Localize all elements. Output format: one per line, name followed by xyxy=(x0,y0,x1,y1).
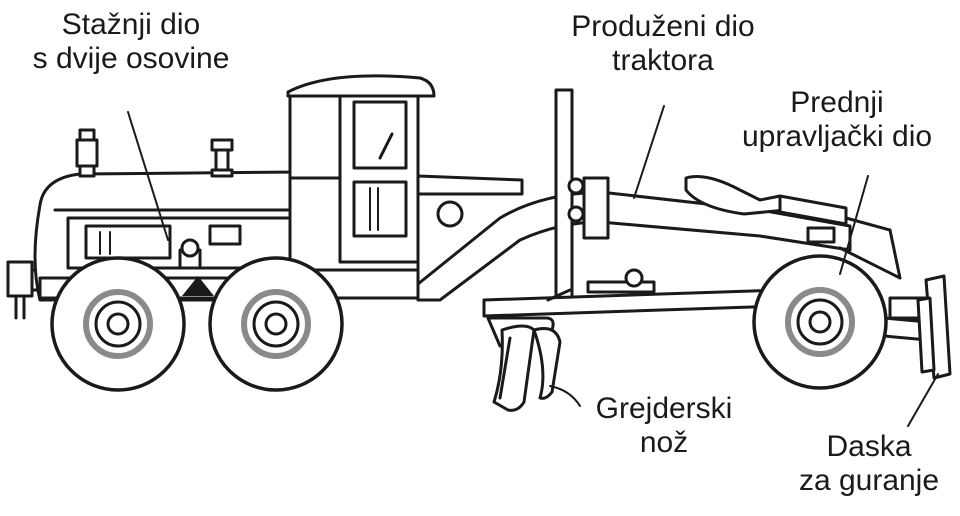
rear-wheel-1 xyxy=(50,256,186,392)
leader-extended xyxy=(633,105,665,199)
label-push-plate: Daska za guranje xyxy=(784,430,954,498)
label-rear-line2: s dvije osovine xyxy=(32,42,230,75)
leader-push xyxy=(907,373,939,427)
label-front-section: Prednji upravljački dio xyxy=(724,86,950,154)
front-steering-section xyxy=(684,175,902,280)
front-wheel xyxy=(752,254,888,390)
label-push-line1: Daska xyxy=(826,430,912,463)
label-front-line2: upravljački dio xyxy=(741,120,933,153)
leader-rear xyxy=(127,111,169,241)
operator-cab xyxy=(286,74,436,272)
exhaust-stack xyxy=(75,128,99,178)
label-push-line2: za guranje xyxy=(798,464,940,497)
leader-blade xyxy=(549,385,581,407)
label-grader-blade: Grejderski nož xyxy=(576,392,752,460)
label-rear-line1: Stažnji dio xyxy=(61,8,201,41)
extended-tractor-frame xyxy=(416,174,852,302)
label-rear-section: Stažnji dio s dvije osovine xyxy=(6,8,256,76)
label-extended-line1: Produženi dio xyxy=(571,10,755,43)
leader-lines xyxy=(127,105,939,427)
air-intake xyxy=(210,138,234,178)
label-blade-line1: Grejderski xyxy=(595,392,733,425)
label-extended-section: Produženi dio traktora xyxy=(538,10,788,78)
leader-front xyxy=(839,175,869,275)
label-front-line1: Prednji xyxy=(790,86,884,119)
push-plate xyxy=(882,274,952,380)
blade-circle-carrier xyxy=(482,268,782,318)
rear-wheel-2 xyxy=(208,256,344,392)
label-extended-line2: traktora xyxy=(612,44,714,77)
label-blade-line2: nož xyxy=(639,426,689,459)
grader-blade xyxy=(486,316,562,412)
